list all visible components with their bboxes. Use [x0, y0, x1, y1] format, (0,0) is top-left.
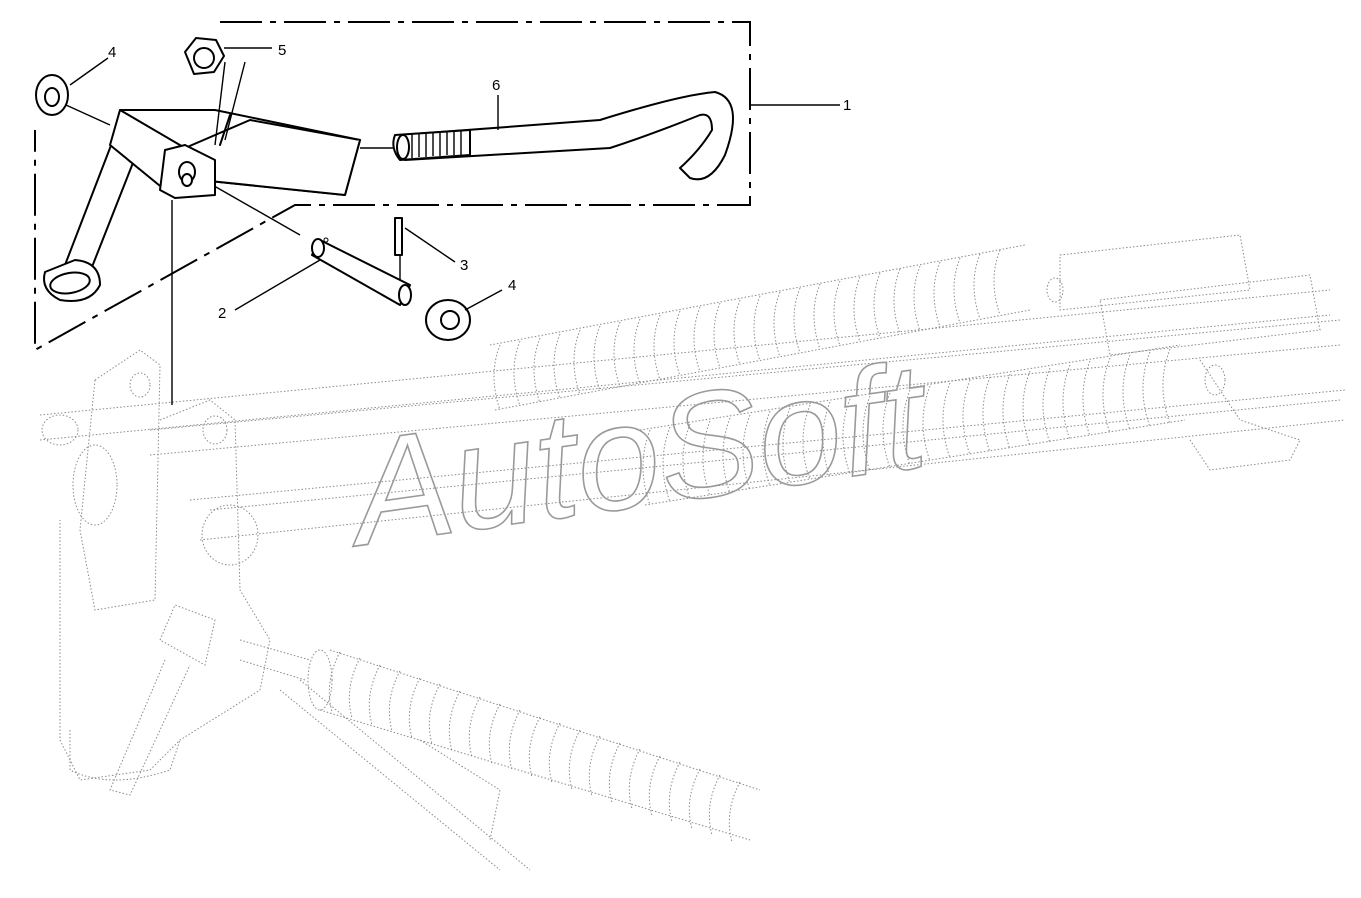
upper-spring: [489, 244, 1031, 411]
callout-2: 2: [218, 305, 226, 322]
callout-5: 5: [278, 42, 286, 59]
hook-rod: [392, 91, 734, 181]
callout-1: 1: [843, 97, 851, 114]
pin: [311, 237, 412, 306]
background-assembly: [39, 234, 1346, 871]
callouts: 1 2 3 4 4 5 6: [108, 42, 851, 322]
cotter-pin: [394, 217, 403, 256]
washer-lower: [425, 299, 471, 341]
lower-spring: [239, 639, 761, 843]
bracket-lever: [43, 109, 361, 302]
nut: [184, 37, 225, 75]
callout-3: 3: [460, 257, 468, 274]
assembly-boundary: [34, 21, 751, 352]
callout-4a: 4: [108, 44, 116, 61]
callout-4b: 4: [508, 277, 516, 294]
watermark: AutoSoft: [333, 330, 939, 578]
middle-spring: [639, 344, 1186, 506]
nut-guide-lines: [214, 61, 246, 146]
washer-upper: [35, 74, 69, 116]
callout-6: 6: [492, 77, 500, 94]
callout-leaders: [69, 47, 840, 311]
